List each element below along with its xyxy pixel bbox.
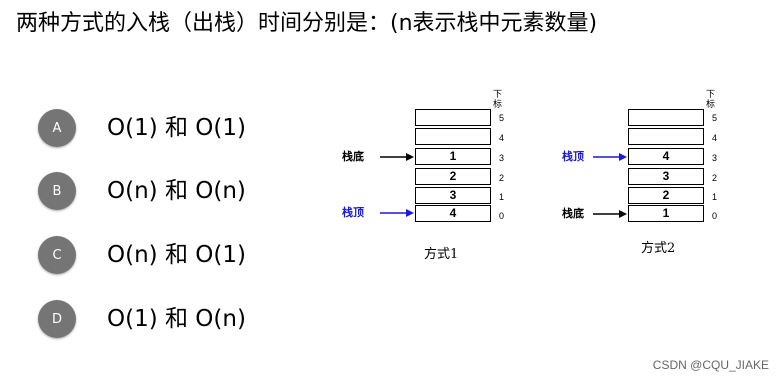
stack-top-label: 栈顶 [562,150,584,163]
stack-top-arrow-icon [380,209,414,217]
index-label: 0 [712,211,718,221]
stack-bottom-arrow-icon [380,153,414,161]
option-a[interactable]: A O(1) 和 O(1) [38,109,298,147]
option-d[interactable]: D O(1) 和 O(n) [38,300,298,338]
option-d-badge: D [38,300,76,338]
diagram-caption: 方式1 [424,247,459,262]
stack-cell: 3 [415,187,491,204]
option-b[interactable]: B O(n) 和 O(n) [38,172,298,210]
stack-cell [415,128,491,145]
stack-bottom-label: 栈底 [342,150,364,163]
index-label: 0 [499,211,505,221]
stack-bottom-label: 栈底 [562,207,584,220]
index-label: 1 [499,192,505,202]
stack-cell: 4 [415,205,491,222]
stack-cell [628,109,704,126]
option-d-text: O(1) 和 O(n) [107,306,246,332]
index-label: 1 [712,192,718,202]
index-label: 3 [712,153,718,163]
index-label: 4 [499,133,505,143]
index-label: 5 [499,113,505,123]
option-c[interactable]: C O(n) 和 O(1) [38,236,298,274]
stack-cell: 1 [415,148,491,165]
index-label: 3 [499,153,505,163]
index-label: 5 [712,113,718,123]
option-c-badge: C [38,236,76,274]
index-header: 下标 [706,89,716,109]
option-a-badge: A [38,109,76,147]
option-b-text: O(n) 和 O(n) [107,178,246,204]
stack-top-arrow-icon [593,153,627,161]
index-label: 2 [712,173,718,183]
stack-bottom-arrow-icon [593,210,627,218]
watermark: CSDN @CQU_JIAKE [652,358,769,372]
stack-cell: 2 [628,187,704,204]
index-label: 2 [499,173,505,183]
stack-top-label: 栈顶 [342,206,364,219]
option-b-badge: B [38,172,76,210]
index-header: 下标 [493,89,503,109]
stack-cell [415,109,491,126]
option-c-text: O(n) 和 O(1) [107,242,246,268]
question-title: 两种方式的入栈（出栈）时间分别是：(n表示栈中元素数量) [16,11,598,36]
diagram-caption: 方式2 [641,241,676,256]
stack-cell: 3 [628,168,704,185]
stack-cell: 4 [628,148,704,165]
stack-cell: 2 [415,168,491,185]
stack-cell [628,128,704,145]
option-a-text: O(1) 和 O(1) [107,115,246,141]
stack-cell: 1 [628,205,704,222]
index-label: 4 [712,133,718,143]
